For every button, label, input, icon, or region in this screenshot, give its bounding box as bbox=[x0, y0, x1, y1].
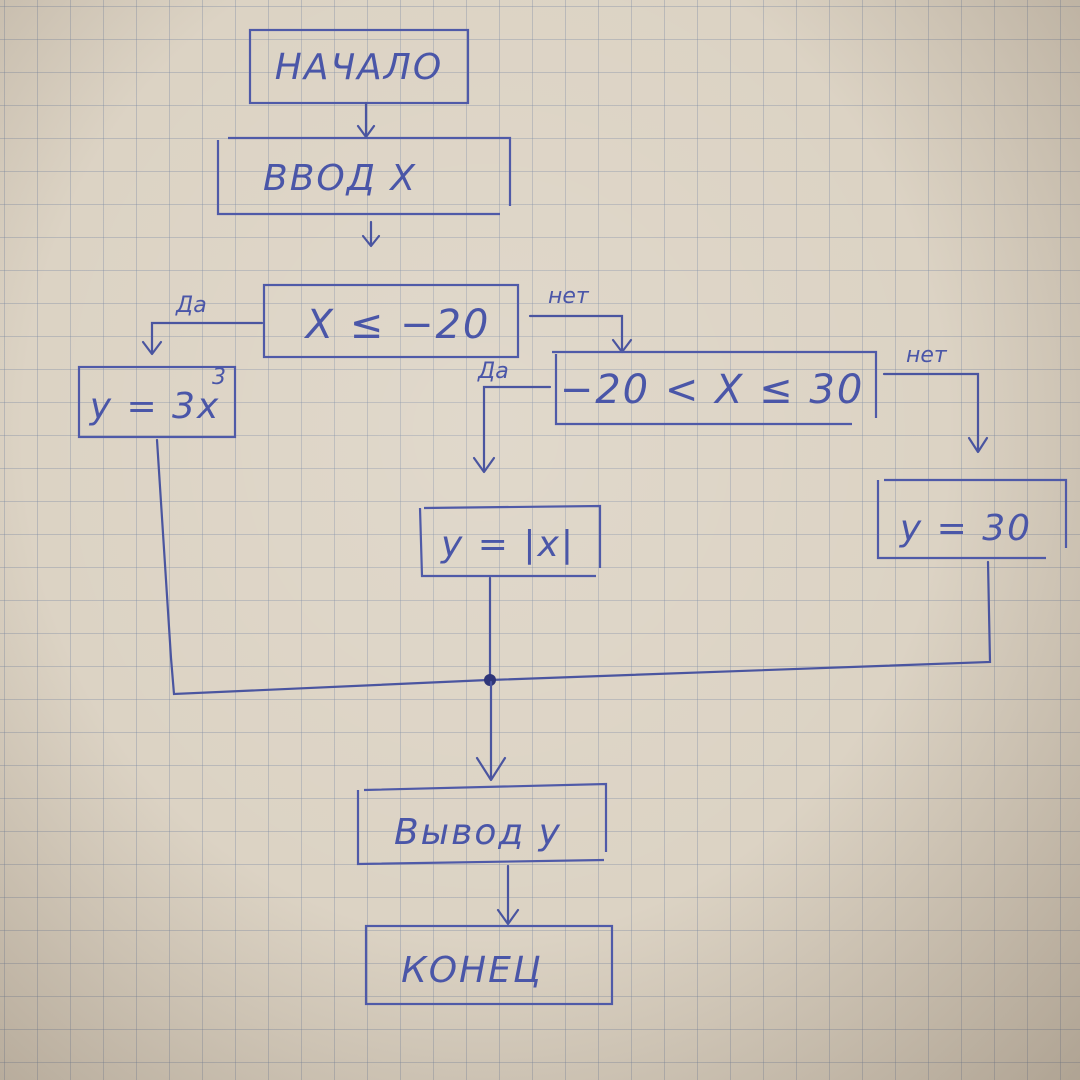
merge-junction-dot bbox=[484, 674, 496, 686]
end-label: КОНЕЦ bbox=[401, 950, 543, 991]
output-block: Вывод y bbox=[356, 782, 608, 866]
condition1-block: X ≤ −20 bbox=[262, 283, 520, 359]
start-block: НАЧАЛО bbox=[248, 28, 470, 105]
output-label: Вывод y bbox=[394, 812, 562, 853]
condition1-label: X ≤ −20 bbox=[304, 302, 491, 348]
start-label: НАЧАЛО bbox=[275, 47, 443, 88]
condition1-no-branch: нет bbox=[528, 284, 633, 354]
input-block: ВВОД X bbox=[216, 136, 512, 216]
action-y-abs-label: y = |x| bbox=[440, 524, 575, 565]
action-y-cube-superscript: 3 bbox=[212, 365, 226, 390]
condition1-yes-branch: Да bbox=[141, 293, 264, 356]
arrow-start-to-input bbox=[356, 101, 376, 139]
condition2-block: −20 < X ≤ 30 bbox=[552, 350, 878, 426]
end-block: КОНЕЦ bbox=[364, 924, 614, 1006]
condition2-no-label: нет bbox=[906, 343, 948, 368]
condition2-label: −20 < X ≤ 30 bbox=[560, 367, 865, 413]
condition2-yes-label: Да bbox=[477, 359, 509, 384]
arrow-merge-to-output bbox=[475, 680, 507, 782]
condition1-no-label: нет bbox=[548, 284, 590, 309]
condition2-no-branch: нет bbox=[882, 343, 989, 454]
action-y-30-block: y = 30 bbox=[876, 478, 1068, 560]
action-y-30-label: y = 30 bbox=[899, 508, 1032, 549]
arrow-output-to-end bbox=[496, 864, 520, 926]
condition1-yes-label: Да bbox=[175, 293, 207, 318]
condition2-yes-branch: Да bbox=[472, 359, 552, 474]
arrow-input-to-condition1 bbox=[361, 220, 381, 248]
action-y-abs-block: y = |x| bbox=[418, 504, 602, 578]
merge-connectors bbox=[155, 438, 992, 696]
input-label: ВВОД X bbox=[263, 158, 417, 199]
action-y-cube-label: y = 3x bbox=[89, 386, 221, 427]
action-y-cube-block: y = 3x 3 bbox=[77, 365, 237, 439]
